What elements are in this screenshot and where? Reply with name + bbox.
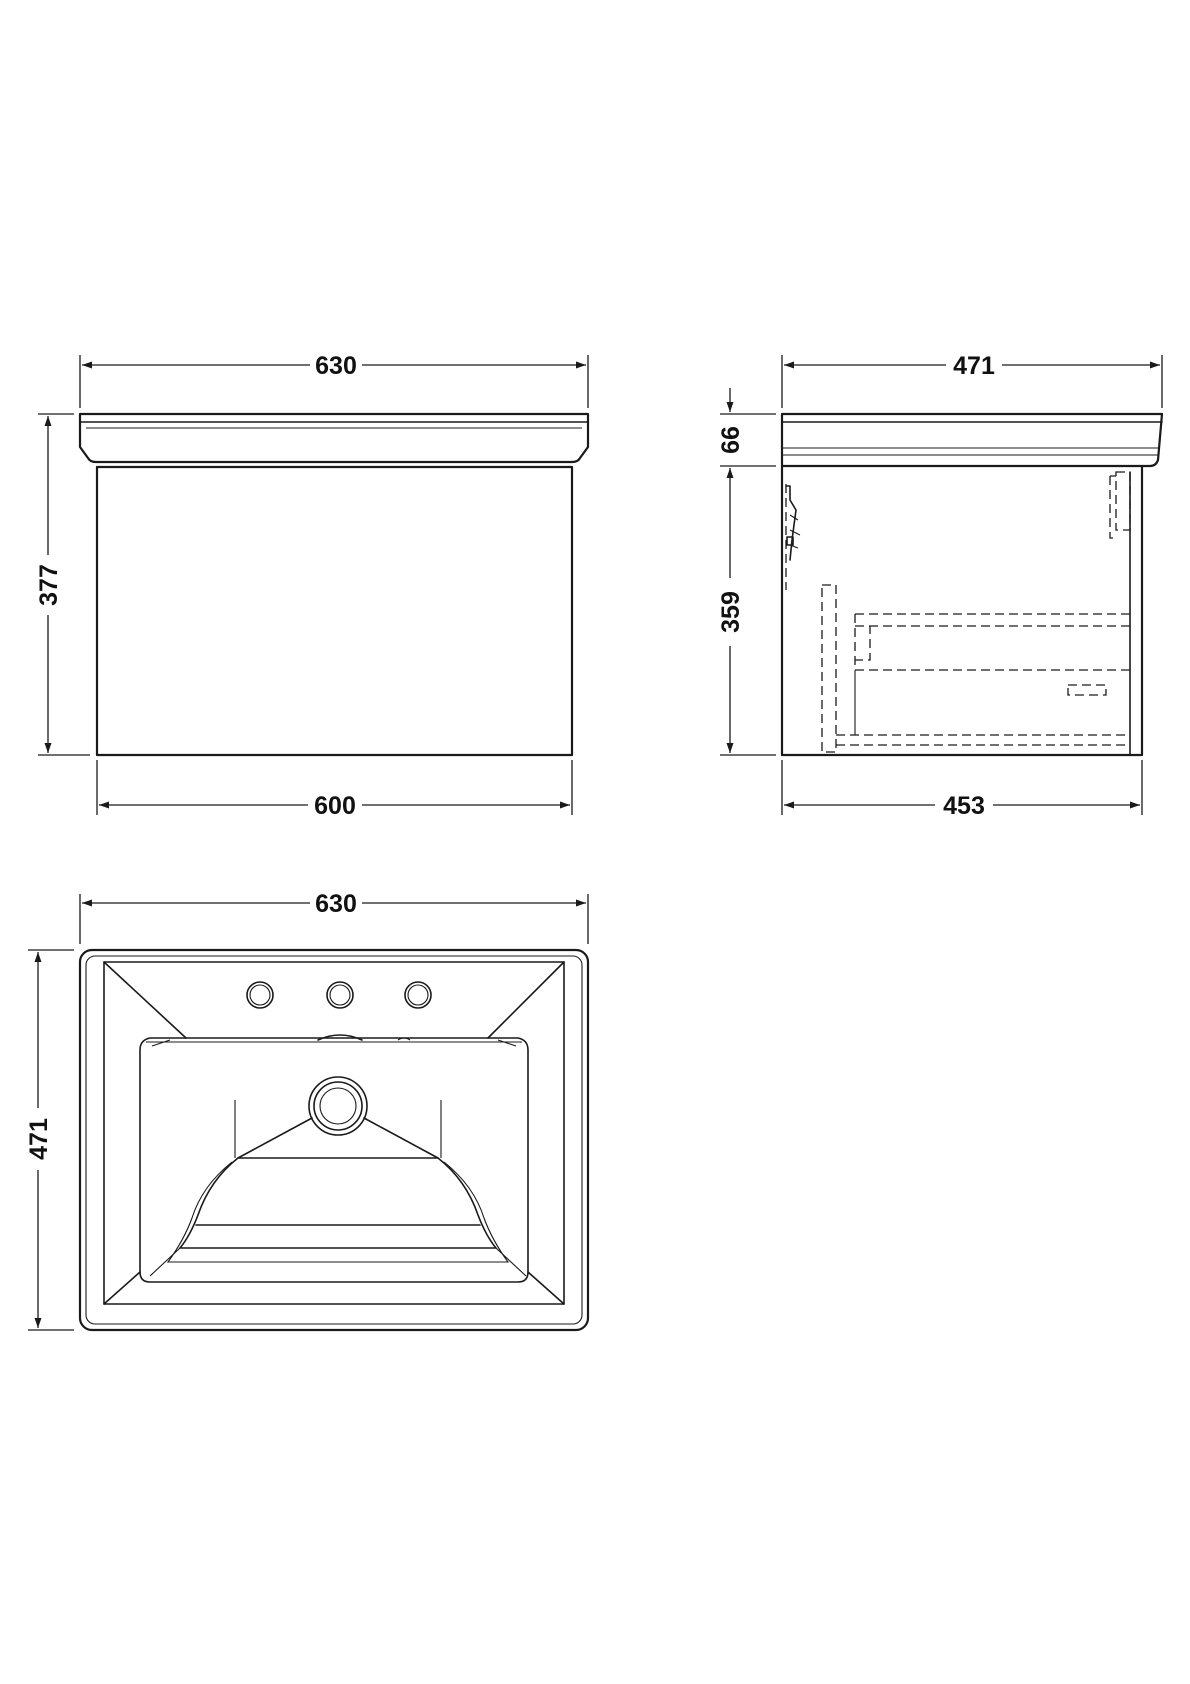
- side-view: 471 66 359 453: [717, 352, 1164, 820]
- dim-front-height: 377: [35, 413, 90, 756]
- front-basin: [78, 412, 590, 464]
- front-view: 630 377 600: [35, 352, 590, 820]
- dim-plan-width: 630: [79, 890, 589, 944]
- side-cabinet: [780, 466, 1144, 757]
- dim-front-top-width: 630: [79, 352, 589, 408]
- dim-side-basin-height: 66: [717, 388, 776, 482]
- dim-label-side-top-depth: 471: [953, 352, 995, 380]
- front-cabinet: [95, 465, 574, 757]
- plan-view: 630 471: [25, 890, 590, 1332]
- plan-tap-holes: [246, 981, 432, 1009]
- dim-side-cabinet-depth: 453: [781, 760, 1143, 820]
- side-basin: [780, 412, 1164, 468]
- plan-basin-outline: [78, 948, 590, 1332]
- plan-waste: [308, 1076, 368, 1136]
- dim-side-cabinet-height: 359: [717, 482, 776, 756]
- dim-label-side-basin-height: 66: [717, 426, 745, 454]
- dim-label-side-cabinet-depth: 453: [943, 792, 985, 820]
- dim-label-side-cabinet-height: 359: [717, 591, 745, 633]
- dim-label-plan-depth: 471: [25, 1118, 53, 1160]
- dim-front-cabinet-width: 600: [96, 760, 573, 820]
- dim-plan-depth: 471: [25, 949, 74, 1331]
- dim-label-plan-width: 630: [315, 890, 357, 918]
- dim-side-top-depth: 471: [781, 352, 1163, 408]
- plan-bowl: [139, 1037, 529, 1283]
- dim-label-front-height: 377: [35, 564, 63, 606]
- dim-label-front-top-width: 630: [315, 352, 357, 380]
- dim-label-front-cabinet-width: 600: [314, 792, 356, 820]
